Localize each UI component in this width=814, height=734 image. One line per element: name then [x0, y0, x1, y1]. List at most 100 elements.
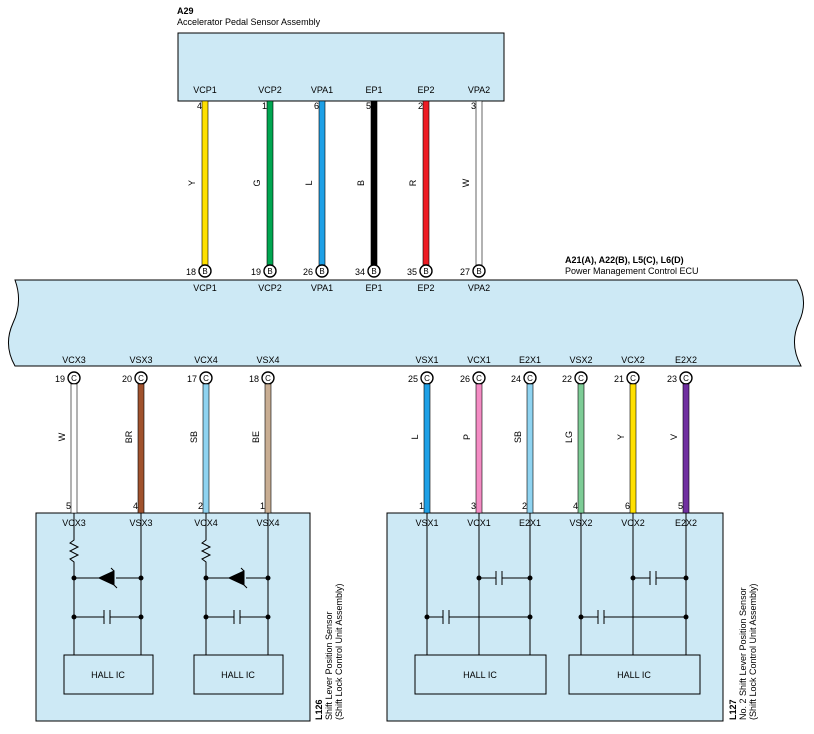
a29-pin-number-ep1: 5: [366, 101, 371, 111]
ecu-body: [8, 279, 804, 367]
hall-ic-label-1: HALL IC: [91, 670, 125, 680]
ecu-pin-name-vcx2: VCX2: [621, 355, 645, 365]
wire-e2x2: [682, 383, 690, 514]
a29-pin-name-vpa1: VPA1: [311, 85, 333, 95]
wire-color-code-vcx2: Y: [616, 434, 626, 440]
ecu-pin-number-vsx1: 25: [408, 374, 418, 384]
sensor-pin-number-vcx1: 3: [471, 501, 476, 511]
sensor-pin-number-vsx1: 1: [419, 501, 424, 511]
ecu-pin-number-e2x2: 23: [667, 374, 677, 384]
l127-name-1: No. 2 Shift Lever Position Sensor: [738, 587, 748, 720]
ecu-pin-name-ep1: EP1: [365, 283, 382, 293]
l126-name-2: (Shift Lock Control Unit Assembly): [334, 583, 344, 720]
a29-pin-number-ep2: 2: [418, 101, 423, 111]
ecu-connector-vcp1-circle: [198, 264, 212, 278]
a29-box: [177, 32, 505, 102]
a29-pin-name-ep1: EP1: [365, 85, 382, 95]
wire-color-code-ep2: R: [408, 179, 418, 186]
ecu-connector-vpa2-letter: B: [476, 267, 481, 276]
ecu-pin-number-vsx3: 20: [122, 374, 132, 384]
ecu-connector-ep1-circle: [367, 264, 381, 278]
sensor-pin-number-vsx4: 1: [260, 501, 265, 511]
wire-color-code-vsx4: BE: [251, 431, 261, 443]
ecu-connector-ep1-letter: B: [371, 267, 376, 276]
a29-pin-name-vcp2: VCP2: [258, 85, 282, 95]
wire-color-code-e2x2: V: [669, 434, 679, 440]
wire-color-code-vcp2: G: [252, 179, 262, 186]
hall-ic-label-2: HALL IC: [221, 670, 255, 680]
ecu-pin-number-vpa2: 27: [460, 267, 470, 277]
wire-color-code-vcx1: P: [462, 434, 472, 440]
wire-color-code-e2x1: SB: [513, 431, 523, 443]
wire-vsx3: [137, 383, 145, 514]
wire-e2x1: [526, 383, 534, 514]
ecu-pin-number-vcx1: 26: [460, 374, 470, 384]
ecu-connector-vsx1-letter: C: [424, 374, 430, 383]
wire-vcx1: [475, 383, 483, 514]
ecu-pin-name-e2x2: E2X2: [675, 355, 697, 365]
ecu-connector-vpa2-circle: [472, 264, 486, 278]
a29-pin-name-ep2: EP2: [417, 85, 434, 95]
wire-color-code-vcx3: W: [57, 432, 67, 441]
ecu-pin-number-e2x1: 24: [511, 374, 521, 384]
ecu-pin-name-vcp1: VCP1: [193, 283, 217, 293]
wire-vsx4: [264, 383, 272, 514]
a29-pin-name-vpa2: VPA2: [468, 85, 490, 95]
hall-ic-label-4: HALL IC: [617, 670, 651, 680]
l127-code: L127: [728, 699, 738, 720]
ecu-pin-name-ep2: EP2: [417, 283, 434, 293]
ecu-connector-vpa1-letter: B: [319, 267, 324, 276]
ecu-pin-number-vsx2: 22: [562, 374, 572, 384]
ecu-connector-vcx2-letter: C: [630, 374, 636, 383]
ecu-pin-name-vcx1: VCX1: [467, 355, 491, 365]
wire-color-code-vpa1: L: [304, 180, 314, 185]
a29-pin-number-vpa2: 3: [471, 101, 476, 111]
ecu-connector-vcp1-letter: B: [202, 267, 207, 276]
wire-vsx1: [423, 383, 431, 514]
sensor-pin-number-vcx4: 2: [198, 501, 203, 511]
a29-name: Accelerator Pedal Sensor Assembly: [177, 17, 321, 27]
ecu-name: Power Management Control ECU: [565, 266, 699, 276]
ecu-connector-vcp2-circle: [263, 264, 277, 278]
sensor-pin-number-e2x1: 2: [522, 501, 527, 511]
ecu-connector-vsx3-letter: C: [138, 374, 144, 383]
ecu-connector-vcx3-letter: C: [71, 374, 77, 383]
ecu-pin-name-vcx3: VCX3: [62, 355, 86, 365]
ecu-connector-e2x2-letter: C: [683, 374, 689, 383]
ecu-pin-name-vcp2: VCP2: [258, 283, 282, 293]
ecu-code: A21(A), A22(B), L5(C), L6(D): [565, 255, 684, 265]
sensor-pin-number-vsx2: 4: [573, 501, 578, 511]
ecu-pin-name-vsx1: VSX1: [415, 355, 438, 365]
wire-color-code-vcx4: SB: [189, 431, 199, 443]
ecu-pin-number-vsx4: 18: [249, 374, 259, 384]
a29-code: A29: [177, 6, 194, 16]
sensor-pin-number-vcx2: 6: [625, 501, 630, 511]
wire-layer: VCP14YB18VCP1VCP21GB19VCP2VPA16LB26VPA1E…: [55, 85, 697, 528]
ecu-pin-name-vpa2: VPA2: [468, 283, 490, 293]
wire-color-code-ep1: B: [356, 180, 366, 186]
ecu-connector-vpa1-circle: [315, 264, 329, 278]
ecu-pin-number-vcx3: 19: [55, 374, 65, 384]
ecu-connector-vsx2-letter: C: [578, 374, 584, 383]
wire-vcx4: [202, 383, 210, 514]
a29-pin-name-vcp1: VCP1: [193, 85, 217, 95]
wire-color-code-vsx1: L: [410, 434, 420, 439]
l127-name-2: (Shift Lock Control Unit Assembly): [748, 583, 758, 720]
wire-color-code-vsx2: LG: [564, 431, 574, 443]
a29-pin-number-vcp2: 1: [262, 101, 267, 111]
hall-ic-block-4: [568, 654, 701, 695]
wire-vpa2: [475, 100, 483, 266]
hall-ic-block-2: [193, 654, 284, 695]
ecu-pin-number-vcp1: 18: [186, 267, 196, 277]
ecu-connector-vcx1-letter: C: [476, 374, 482, 383]
ecu-pin-name-vsx4: VSX4: [256, 355, 279, 365]
wire-vcx3: [70, 383, 78, 514]
wire-color-code-vpa2: W: [461, 178, 471, 187]
ecu-pin-number-ep2: 35: [407, 267, 417, 277]
ecu-connector-vcp2-letter: B: [267, 267, 272, 276]
ecu-connector-ep2-letter: B: [423, 267, 428, 276]
ecu-connector-e2x1-letter: C: [527, 374, 533, 383]
ecu-pin-number-vcp2: 19: [251, 267, 261, 277]
wire-ep2: [422, 100, 430, 266]
